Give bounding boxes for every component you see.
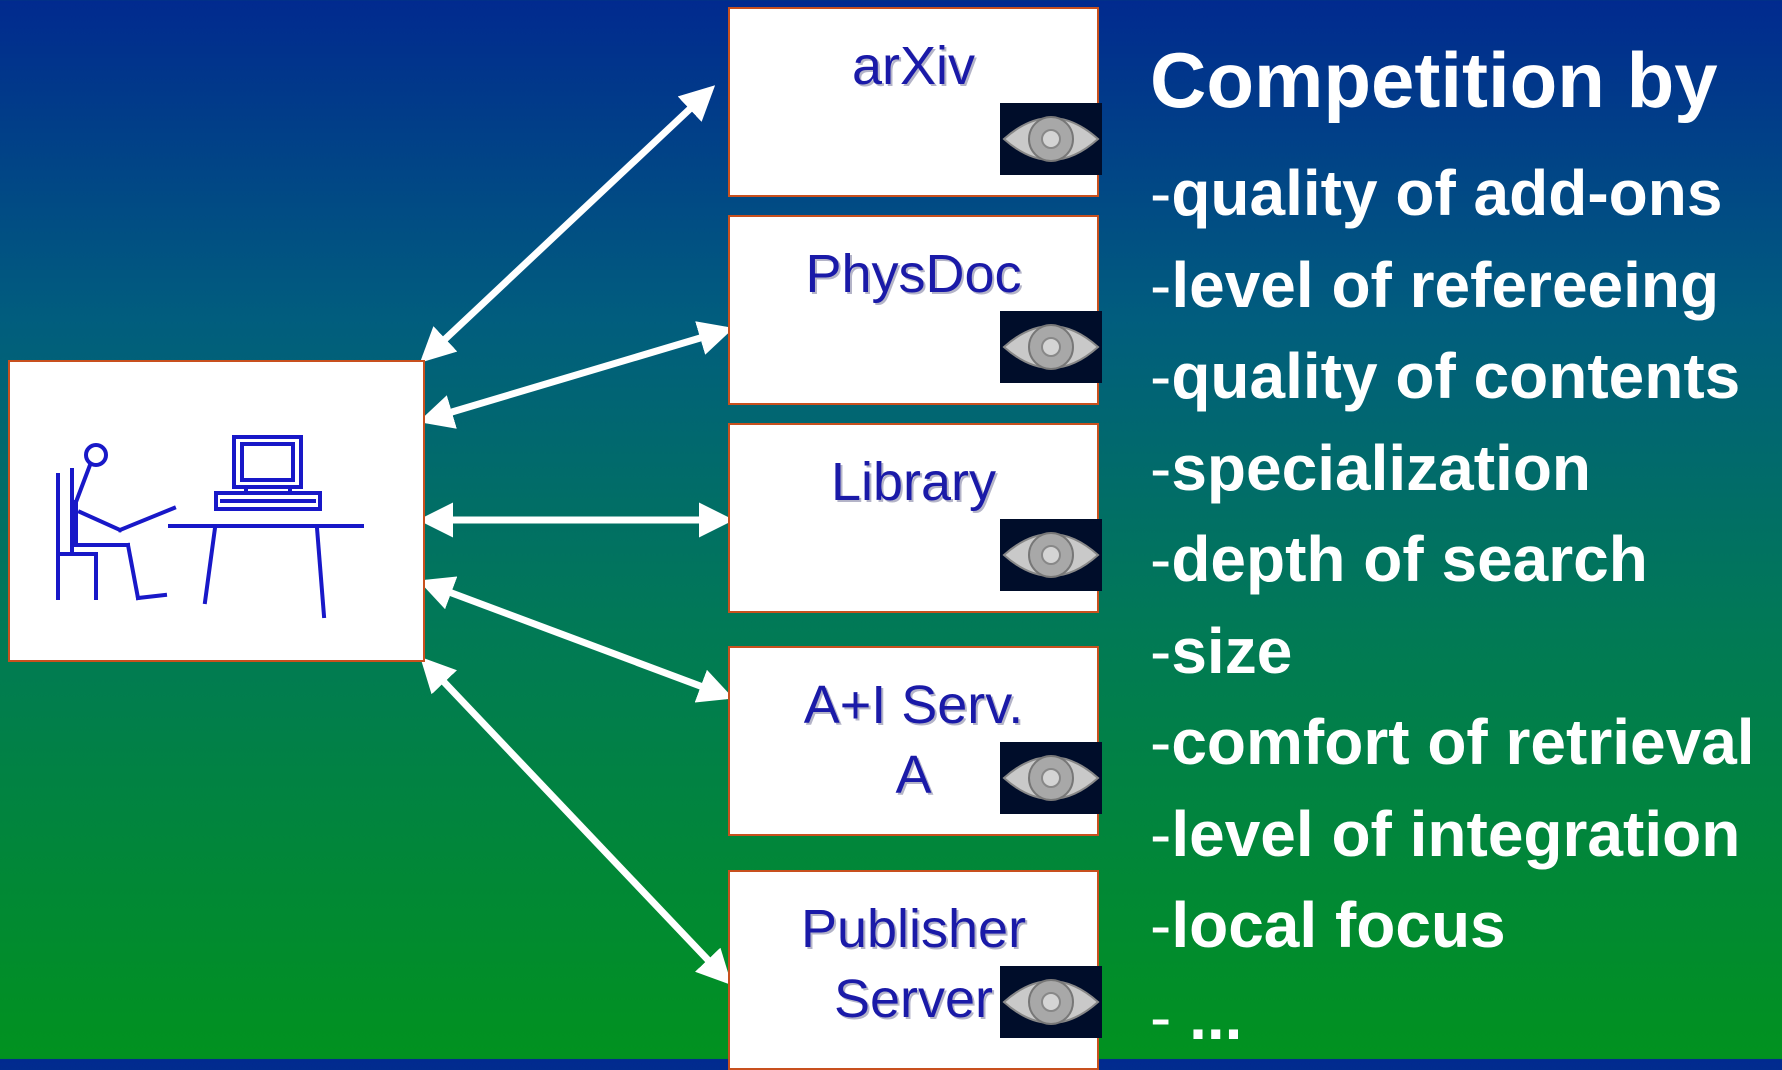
criterion-text: specialization xyxy=(1171,431,1591,504)
service-box-publisher: Publisher Server xyxy=(728,870,1102,1070)
list-dash: - xyxy=(1150,431,1172,504)
list-item: -local focus xyxy=(1150,880,1755,972)
eye-icon xyxy=(1000,103,1102,175)
list-item: - ... xyxy=(1150,972,1755,1064)
list-dash: - xyxy=(1150,797,1172,870)
arrow-ai-serv xyxy=(418,576,734,703)
eye-icon xyxy=(1000,742,1102,814)
user-workstation-box xyxy=(8,360,425,662)
criterion-text: ... xyxy=(1171,980,1243,1053)
list-item: -depth of search xyxy=(1150,514,1755,606)
criterion-text: level of refereeing xyxy=(1171,248,1720,321)
arrow-publisher xyxy=(420,656,732,986)
service-label: Library xyxy=(830,452,997,512)
criteria-list: -quality of add-ons -level of refereeing… xyxy=(1150,148,1755,1063)
service-label: A+I Serv. A xyxy=(803,675,1024,805)
eye-icon xyxy=(1000,966,1102,1038)
eye-icon xyxy=(1000,311,1102,383)
arrow-physdoc xyxy=(418,321,734,429)
criterion-text: depth of search xyxy=(1171,523,1648,595)
service-label: arXiv xyxy=(851,36,976,96)
criterion-text: level of integration xyxy=(1171,797,1741,870)
list-dash: - xyxy=(1150,980,1172,1053)
list-item: -quality of contents xyxy=(1150,331,1755,423)
eye-icon xyxy=(1000,519,1102,591)
criterion-text: quality of contents xyxy=(1171,340,1741,412)
service-box-library: Library xyxy=(728,423,1102,613)
criterion-text: comfort of retrieval xyxy=(1171,706,1755,778)
list-item: -level of integration xyxy=(1150,789,1755,881)
arrow-arxiv xyxy=(419,85,716,363)
service-label: Publisher Server xyxy=(800,899,1027,1029)
service-box-ai-serv: A+I Serv. A xyxy=(728,646,1102,836)
service-box-arxiv: arXiv xyxy=(728,7,1102,197)
service-box-physdoc: PhysDoc xyxy=(728,215,1102,405)
list-dash: - xyxy=(1150,248,1172,321)
list-dash: - xyxy=(1150,706,1172,778)
service-label: PhysDoc xyxy=(805,244,1022,304)
user-at-computer-icon xyxy=(56,435,364,619)
list-item: -level of refereeing xyxy=(1150,240,1755,332)
list-dash: - xyxy=(1150,523,1172,595)
list-item: -comfort of retrieval xyxy=(1150,697,1755,789)
criterion-text: quality of add-ons xyxy=(1171,157,1723,229)
criterion-text: size xyxy=(1171,614,1293,687)
list-item: -quality of add-ons xyxy=(1150,148,1755,240)
list-dash: - xyxy=(1150,340,1172,412)
list-dash: - xyxy=(1150,614,1172,687)
list-dash: - xyxy=(1150,157,1172,229)
criterion-text: local focus xyxy=(1171,889,1506,961)
list-item: -size xyxy=(1150,606,1755,698)
list-item: -specialization xyxy=(1150,423,1755,515)
competition-title: Competition by xyxy=(1150,36,1718,124)
list-dash: - xyxy=(1150,889,1172,961)
